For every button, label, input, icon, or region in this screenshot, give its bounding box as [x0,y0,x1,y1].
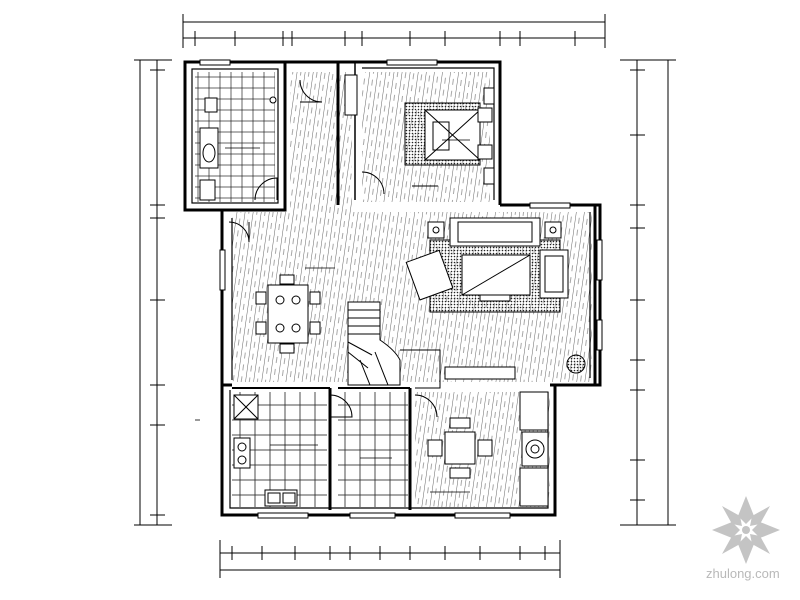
dimension-left [134,59,172,526]
corridor-cabinet [344,74,358,116]
zhulong-logo-icon [712,496,780,564]
kitchen-fixtures [233,394,298,507]
bedroom-furniture [404,87,495,187]
living-room-furniture [405,217,586,380]
windows [199,59,603,519]
bathroom-top-fixtures [199,96,277,201]
watermark-text: zhulong.com [706,566,780,581]
dimension-top [182,14,606,48]
dining-set [255,274,321,354]
staircase [347,301,441,389]
doors [228,79,438,418]
annotation-marks [195,139,470,493]
walls [183,60,602,517]
corridor-floor [290,72,352,212]
dimension-right [620,59,676,526]
dimension-bottom [219,540,561,578]
bathroom-bottom-floor [338,392,408,507]
study-furniture [427,391,549,507]
